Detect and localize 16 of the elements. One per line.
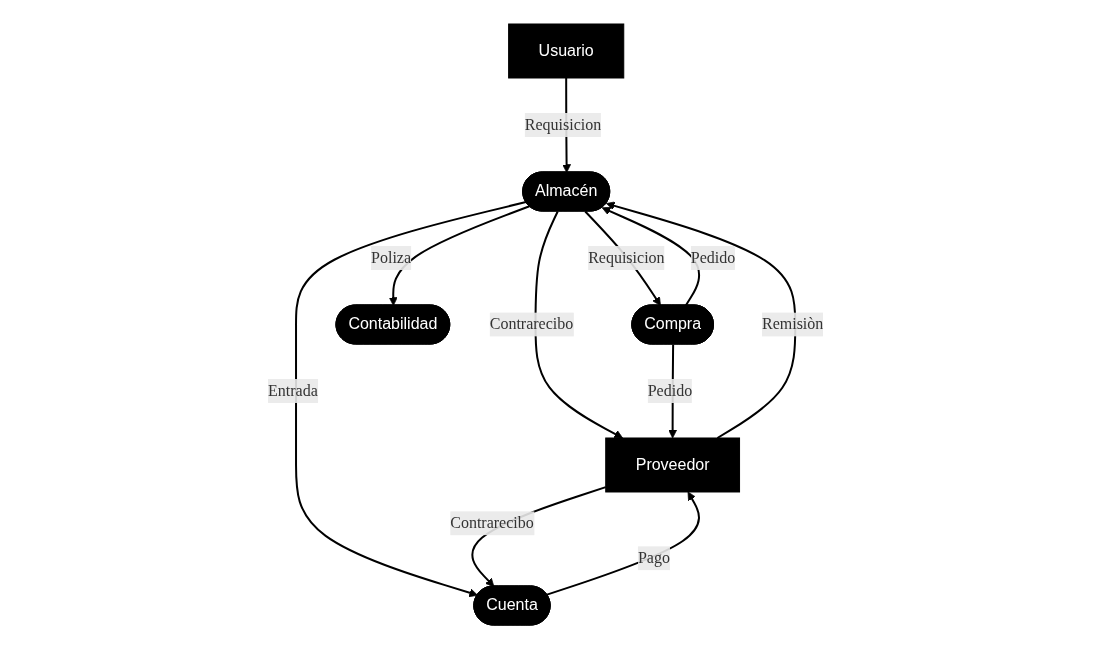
edge-label: Entrada xyxy=(268,381,318,399)
arrow xyxy=(389,205,531,306)
edge-label: Contrarecibo xyxy=(489,315,574,333)
edge-label: Contrarecibo xyxy=(450,514,534,532)
node-box: Proveedor xyxy=(605,437,741,493)
edge-label: Pedido xyxy=(647,381,693,399)
node-box: Usuario xyxy=(508,23,625,79)
arrow xyxy=(546,491,701,596)
edge-label: Pago xyxy=(638,549,671,567)
edge-label: Poliza xyxy=(371,248,412,266)
edge-label: Requisicion xyxy=(588,248,665,266)
edge-label: Pedido xyxy=(691,248,736,266)
arrow xyxy=(534,210,624,439)
edge-label: Remisiòn xyxy=(762,315,824,333)
arrow xyxy=(295,201,528,598)
edge-label: Requisicion xyxy=(525,116,602,133)
